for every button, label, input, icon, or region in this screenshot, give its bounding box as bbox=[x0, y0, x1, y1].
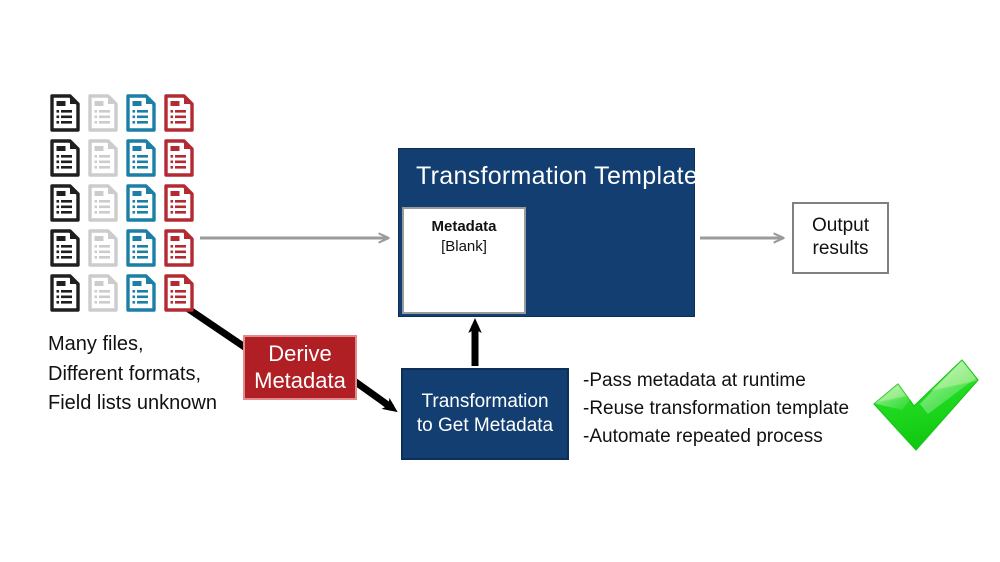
file-icon bbox=[50, 229, 80, 267]
file-icon bbox=[126, 274, 156, 312]
file-icon bbox=[88, 229, 118, 267]
file-icon bbox=[88, 184, 118, 222]
output-results-box[interactable]: Output results bbox=[792, 202, 889, 274]
derive-metadata-line-1: Derive bbox=[268, 340, 332, 366]
file-icon bbox=[164, 94, 194, 132]
benefit-item: -Pass metadata at runtime bbox=[583, 370, 806, 391]
file-icon bbox=[126, 139, 156, 177]
benefit-item: -Automate repeated process bbox=[583, 425, 823, 447]
file-icon bbox=[50, 94, 80, 132]
green-check-icon bbox=[873, 359, 979, 451]
file-icon bbox=[88, 94, 118, 132]
files-caption-line-3: Field lists unknown bbox=[48, 392, 217, 415]
output-results-line-2: results bbox=[812, 238, 869, 259]
files-caption-line-2: Different formats, bbox=[48, 362, 202, 385]
file-icon bbox=[50, 184, 80, 222]
file-icon bbox=[50, 274, 80, 312]
transformation-to-get-metadata-box[interactable]: Transformation to Get Metadata bbox=[401, 368, 569, 460]
benefit-item: -Reuse transformation template bbox=[583, 397, 850, 419]
transformation-get-metadata-line-1: Transformation bbox=[421, 390, 549, 412]
transformation-get-metadata-line-2: to Get Metadata bbox=[416, 415, 554, 436]
source-file-icons bbox=[50, 94, 202, 319]
file-icon bbox=[164, 184, 194, 222]
file-icon bbox=[164, 229, 194, 267]
metadata-value: [Blank] bbox=[441, 238, 487, 256]
metadata-title: Metadata bbox=[431, 218, 497, 235]
file-icon bbox=[88, 274, 118, 312]
files-caption: Many files, Different formats, Field lis… bbox=[48, 330, 217, 419]
file-icon bbox=[126, 184, 156, 222]
file-icon bbox=[88, 139, 118, 177]
derive-metadata-line-2: Metadata bbox=[254, 367, 346, 393]
file-icon bbox=[164, 139, 194, 177]
transformation-template-title: Transformation Template bbox=[416, 162, 699, 190]
output-results-line-1: Output bbox=[811, 215, 870, 237]
file-icon bbox=[50, 139, 80, 177]
file-icon bbox=[164, 274, 194, 312]
file-icon bbox=[126, 94, 156, 132]
files-caption-line-1: Many files, bbox=[48, 333, 144, 355]
benefits-list: -Pass metadata at runtime -Reuse transfo… bbox=[583, 367, 849, 451]
metadata-box[interactable]: Metadata [Blank] bbox=[402, 207, 526, 314]
derive-metadata-box[interactable]: Derive Metadata bbox=[243, 335, 357, 400]
file-icon bbox=[126, 229, 156, 267]
